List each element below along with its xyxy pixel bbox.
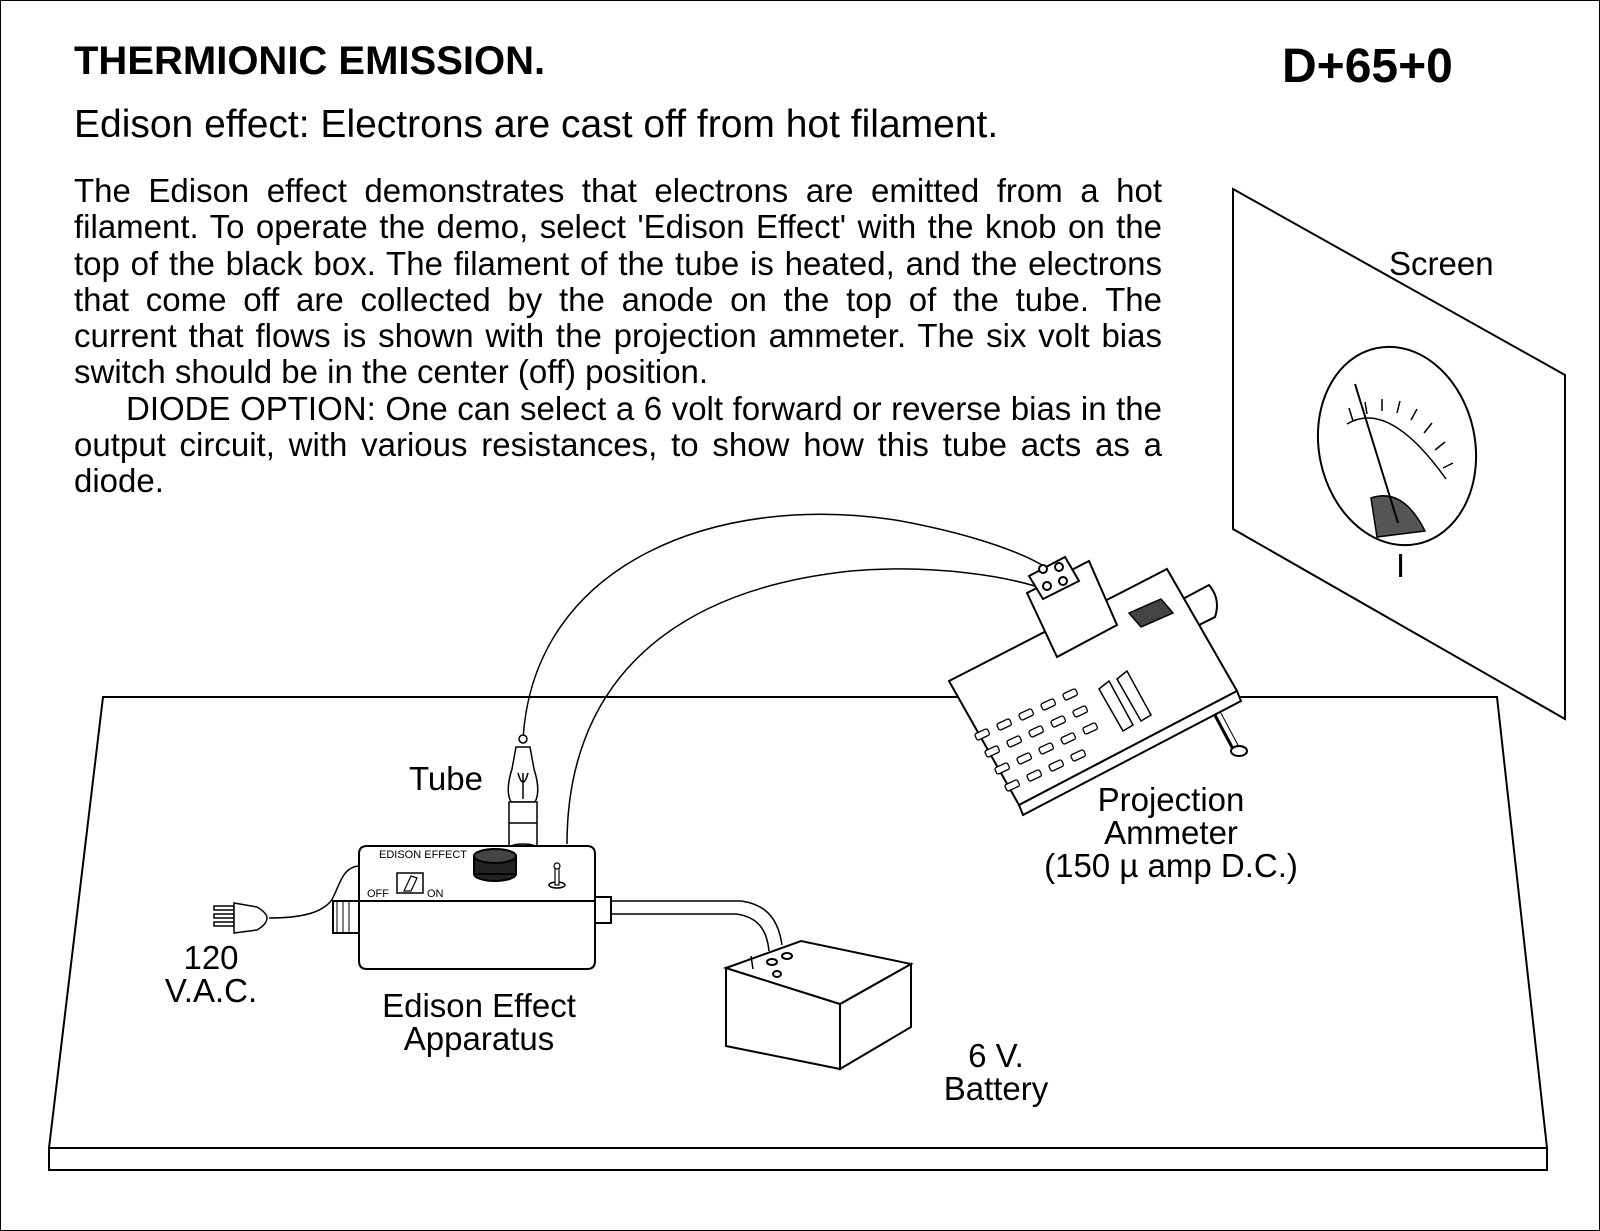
page-title: THERMIONIC EMISSION.: [74, 39, 546, 83]
battery-label: 6 V. Battery: [931, 1039, 1061, 1105]
power-plug-illustration: [213, 902, 268, 934]
page-subtitle: Edison effect: Electrons are cast off fr…: [74, 103, 999, 146]
diode-option-paragraph: DIODE OPTION: One can select a 6 volt fo…: [74, 389, 1162, 500]
projection-ammeter-label-line: (150 µ amp D.C.): [1044, 847, 1298, 884]
edison-effect-apparatus-illustration: [332, 845, 612, 970]
switch-on-label: ON: [427, 888, 444, 900]
box-panel-label: EDISON EFFECT: [379, 849, 468, 861]
switch-off-label: OFF: [367, 888, 389, 900]
projection-ammeter-label-line: Ammeter: [1104, 814, 1238, 851]
voltage-source-label-line: 120: [183, 939, 239, 976]
apparatus-label: Edison Effect Apparatus: [359, 989, 599, 1055]
apparatus-label-line: Apparatus: [403, 1020, 555, 1057]
table-illustration: [47, 696, 1549, 1171]
apparatus-label-line: Edison Effect: [382, 987, 576, 1024]
projection-ammeter-illustration: [947, 555, 1248, 817]
projection-ammeter-label: Projection Ammeter (150 µ amp D.C.): [1031, 783, 1311, 882]
tube-label: Tube: [409, 760, 483, 797]
description-paragraph: The Edison effect demonstrates that elec…: [74, 172, 1162, 391]
battery-label-line: 6 V.: [968, 1037, 1024, 1074]
voltage-source-label-line: V.A.C.: [164, 972, 258, 1009]
projection-ammeter-label-line: Projection: [1097, 781, 1245, 818]
screen-label: Screen: [1389, 245, 1494, 282]
demo-code: D+65+0: [1282, 40, 1453, 93]
battery-label-line: Battery: [943, 1070, 1049, 1107]
meter-current-label: I: [1396, 547, 1406, 584]
projection-screen-illustration: [1232, 187, 1566, 721]
description: The Edison effect demonstrates that elec…: [74, 172, 1162, 500]
wires: [268, 513, 1052, 952]
voltage-source-label: 120 V.A.C.: [151, 941, 271, 1007]
battery-illustration: [722, 939, 914, 1071]
